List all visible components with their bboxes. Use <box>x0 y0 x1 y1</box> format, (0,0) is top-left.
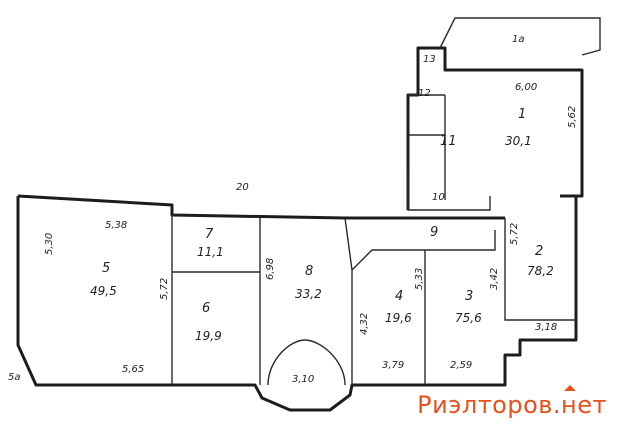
dim-6-00: 6,00 <box>515 82 537 93</box>
room-3-number: 3 <box>465 289 473 304</box>
room-10-number: 10 <box>432 192 445 203</box>
watermark-text-end: ет <box>577 391 607 419</box>
dim-3-79: 3,79 <box>382 360 404 371</box>
room-1-area: 30,1 <box>505 134 532 148</box>
dim-5-30: 5,30 <box>44 233 55 255</box>
room-12-number: 12 <box>418 88 431 99</box>
room-7-area: 11,1 <box>197 245 224 259</box>
room-5a-number: 5a <box>8 372 21 383</box>
dim-5-38: 5,38 <box>105 220 127 231</box>
room-5-area: 49,5 <box>90 284 117 298</box>
dim-20: 20 <box>236 182 249 193</box>
rear-wing-top <box>439 17 601 56</box>
watermark-roof-letter: н <box>561 385 578 419</box>
dim-5-65: 5,65 <box>122 364 144 375</box>
room-3-area: 75,6 <box>455 311 482 325</box>
room-6-number: 6 <box>202 301 210 316</box>
room-8-area: 33,2 <box>295 287 322 301</box>
dim-3-42: 3,42 <box>489 268 500 290</box>
dim-6-98: 6,98 <box>265 258 276 280</box>
site-watermark: Риэлторов.нет <box>417 385 607 419</box>
watermark-text-start: Риэлторов. <box>417 391 562 419</box>
room-1-number: 1 <box>518 107 526 122</box>
dim-3-10: 3,10 <box>292 374 314 385</box>
room-4-number: 4 <box>395 289 403 304</box>
room-11-number: 11 <box>440 134 457 149</box>
room-9-number: 9 <box>430 225 438 240</box>
dim-5-72-b: 5,72 <box>509 223 520 245</box>
dim-3-18: 3,18 <box>535 322 557 333</box>
room-5-number: 5 <box>102 261 110 276</box>
room-6-area: 19,9 <box>195 329 222 343</box>
room-4-area: 19,6 <box>385 311 412 325</box>
outer-wall <box>16 194 578 412</box>
dim-4-32: 4,32 <box>359 313 370 335</box>
room-7-number: 7 <box>205 227 214 242</box>
dim-2-59: 2,59 <box>450 360 472 371</box>
dim-5-62: 5,62 <box>567 106 578 128</box>
interior-walls <box>171 94 576 385</box>
room-13-number: 13 <box>423 54 436 65</box>
rear-wing-wall <box>406 46 584 210</box>
dim-5-72: 5,72 <box>159 278 170 300</box>
bay-window <box>267 339 346 386</box>
room-2-area: 78,2 <box>527 264 554 278</box>
dim-5-33: 5,33 <box>414 268 425 290</box>
room-1a-number: 1a <box>512 34 525 45</box>
room-2-number: 2 <box>535 244 543 259</box>
room-8-number: 8 <box>305 264 313 279</box>
